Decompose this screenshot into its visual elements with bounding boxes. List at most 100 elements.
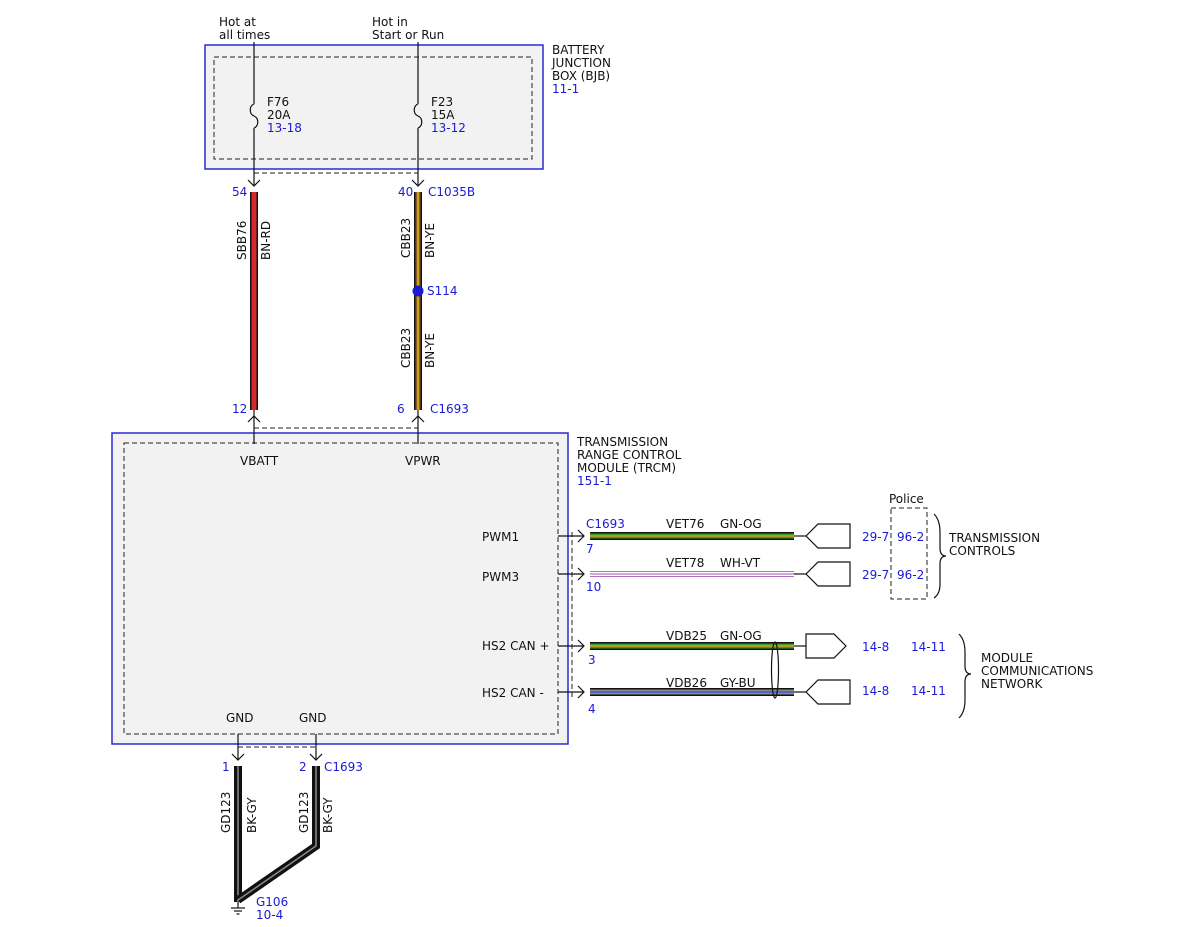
trcm-pin1: 1 bbox=[222, 760, 230, 774]
wire-sbb76-color: BN-RD bbox=[259, 221, 273, 260]
bjb-inner-outline bbox=[213, 56, 533, 160]
signal-pwm1-ref2: 96-2 bbox=[897, 530, 924, 544]
signal-pwm1-label: PWM1 bbox=[482, 530, 519, 544]
mcn-line2: COMMUNICATIONS bbox=[981, 664, 1093, 678]
signal-hs2-can-minus-label: HS2 CAN - bbox=[482, 686, 544, 700]
wire-gd123-left-circuit: GD123 bbox=[219, 792, 233, 833]
trcm-bottom-connector: C1693 bbox=[324, 760, 363, 774]
trcm-right-connector: C1693 bbox=[586, 517, 625, 531]
fuse-f76-ref: 13-18 bbox=[267, 121, 302, 135]
bjb-ref: 11-1 bbox=[552, 82, 579, 96]
signal-hs2-can-plus-label: HS2 CAN + bbox=[482, 639, 550, 653]
ground-g106-ref: 10-4 bbox=[256, 908, 283, 922]
wire-vet76-stripe bbox=[590, 535, 794, 537]
bjb-pin40: 40 bbox=[398, 185, 413, 199]
mcn-line1: MODULE bbox=[981, 651, 1033, 665]
bjb-name-line3: BOX (BJB) bbox=[552, 69, 610, 83]
trcm-top-connector: C1693 bbox=[430, 402, 469, 416]
wire-sbb76-circuit: SBB76 bbox=[235, 221, 249, 260]
bjb-box bbox=[204, 44, 544, 170]
trcm-name-line2: RANGE CONTROL bbox=[577, 448, 682, 462]
trcm-gnd1: GND bbox=[226, 711, 254, 725]
feed2-line1: Hot in bbox=[372, 15, 408, 29]
bjb-pin54: 54 bbox=[232, 185, 247, 199]
fuse-f23-name: F23 bbox=[431, 95, 453, 109]
signal-can-minus-arrow bbox=[577, 685, 585, 699]
fuse-f23-rating: 15A bbox=[431, 108, 455, 122]
trcm-vbatt: VBATT bbox=[240, 454, 279, 468]
signal-can-minus-pin: 4 bbox=[588, 702, 596, 716]
trans-controls-line1: TRANSMISSION bbox=[948, 531, 1040, 545]
trcm-name-line1: TRANSMISSION bbox=[576, 435, 668, 449]
wire-cbb23-lower-circuit: CBB23 bbox=[399, 328, 413, 368]
splice-s114-dot bbox=[412, 285, 424, 297]
signal-pwm1-pin: 7 bbox=[586, 542, 594, 556]
signal-pwm1-connector-icon bbox=[805, 523, 851, 549]
fuse-f76-symbol bbox=[249, 103, 259, 129]
signal-can-minus-ref1: 14-8 bbox=[862, 684, 889, 698]
wire-vet76-color: GN-OG bbox=[720, 517, 762, 531]
trcm-pin2: 2 bbox=[299, 760, 307, 774]
trans-controls-line2: CONTROLS bbox=[949, 544, 1015, 558]
signal-pwm1-ref1: 29-7 bbox=[862, 530, 889, 544]
police-option-box bbox=[890, 507, 928, 600]
trcm-name-line3: MODULE (TRCM) bbox=[577, 461, 676, 475]
wire-gd123-right-color: BK-GY bbox=[321, 797, 335, 833]
signal-can-plus-arrow bbox=[577, 639, 585, 653]
signal-can-plus-ref2: 14-11 bbox=[911, 640, 946, 654]
bjb-pin54-arrow bbox=[247, 179, 261, 187]
trans-controls-bracket bbox=[933, 513, 947, 599]
feed1-line1: Hot at bbox=[219, 15, 256, 29]
mcn-bracket bbox=[958, 633, 972, 719]
ground-g106-name: G106 bbox=[256, 895, 288, 909]
wire-cbb23-upper-circuit: CBB23 bbox=[399, 218, 413, 258]
signal-pwm3-connector-icon bbox=[805, 561, 851, 587]
wire-vdb26-circuit: VDB26 bbox=[666, 676, 707, 690]
mcn-line3: NETWORK bbox=[981, 677, 1044, 691]
bjb-name-line2: JUNCTION bbox=[551, 56, 611, 70]
signal-can-minus-ref2: 14-11 bbox=[911, 684, 946, 698]
wire-vet76-circuit: VET76 bbox=[666, 517, 704, 531]
trcm-gnd1-arrow bbox=[231, 753, 245, 761]
fuse-f76-rating: 20A bbox=[267, 108, 291, 122]
wire-cbb23-upper-stripe bbox=[417, 192, 419, 290]
fuse-f23-ref: 13-12 bbox=[431, 121, 466, 135]
trcm-ref: 151-1 bbox=[577, 474, 612, 488]
wire-gd123-left-color: BK-GY bbox=[245, 797, 259, 833]
trcm-pin6: 6 bbox=[397, 402, 405, 416]
wire-cbb23-lower-stripe bbox=[417, 292, 419, 410]
signal-pwm3-pin: 10 bbox=[586, 580, 601, 594]
wire-sbb76-fill bbox=[251, 192, 257, 410]
wire-vdb26-stripe bbox=[590, 691, 794, 693]
wire-vet78-circuit: VET78 bbox=[666, 556, 704, 570]
feed2-line2: Start or Run bbox=[372, 28, 444, 42]
signal-can-minus-connector-icon bbox=[805, 679, 851, 705]
wire-cbb23-upper-color: BN-YE bbox=[423, 223, 437, 258]
wire-vdb25-circuit: VDB25 bbox=[666, 629, 707, 643]
signal-pwm3-arrow bbox=[577, 567, 585, 581]
signal-pwm3-ref1: 29-7 bbox=[862, 568, 889, 582]
trcm-box bbox=[111, 432, 569, 745]
fuse-f23-symbol bbox=[413, 103, 423, 129]
wire-gd123-right-stripe bbox=[237, 766, 317, 901]
bjb-pin40-arrow bbox=[411, 179, 425, 187]
twisted-pair-icon bbox=[770, 641, 780, 699]
feed1-line2: all times bbox=[219, 28, 270, 42]
wire-vet78-color: WH-VT bbox=[720, 556, 761, 570]
trcm-gnd2: GND bbox=[299, 711, 327, 725]
splice-s114-label: S114 bbox=[427, 284, 458, 298]
wire-vdb25-color: GN-OG bbox=[720, 629, 762, 643]
signal-can-plus-pin: 3 bbox=[588, 653, 596, 667]
trcm-pin12: 12 bbox=[232, 402, 247, 416]
police-label: Police bbox=[889, 492, 924, 506]
signal-can-plus-ref1: 14-8 bbox=[862, 640, 889, 654]
trcm-inner-outline bbox=[123, 442, 559, 735]
wire-gd123-right-circuit: GD123 bbox=[297, 792, 311, 833]
bjb-name-line1: BATTERY bbox=[552, 43, 605, 57]
wire-cbb23-lower-color: BN-YE bbox=[423, 333, 437, 368]
signal-can-plus-connector-icon bbox=[805, 633, 847, 659]
fuse-f76-name: F76 bbox=[267, 95, 289, 109]
signal-pwm3-ref2: 96-2 bbox=[897, 568, 924, 582]
trcm-vpwr: VPWR bbox=[405, 454, 441, 468]
